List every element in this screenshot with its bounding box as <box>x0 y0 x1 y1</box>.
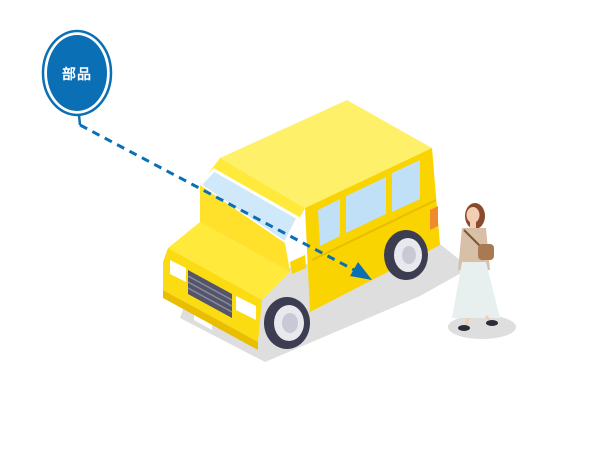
woman-figure <box>452 203 500 331</box>
car-illustration <box>163 100 440 350</box>
part-label-badge: 部品 <box>41 29 113 126</box>
pointer-arrow-icon <box>350 262 372 280</box>
badge-label: 部品 <box>62 66 92 83</box>
callout-connector <box>79 123 359 274</box>
